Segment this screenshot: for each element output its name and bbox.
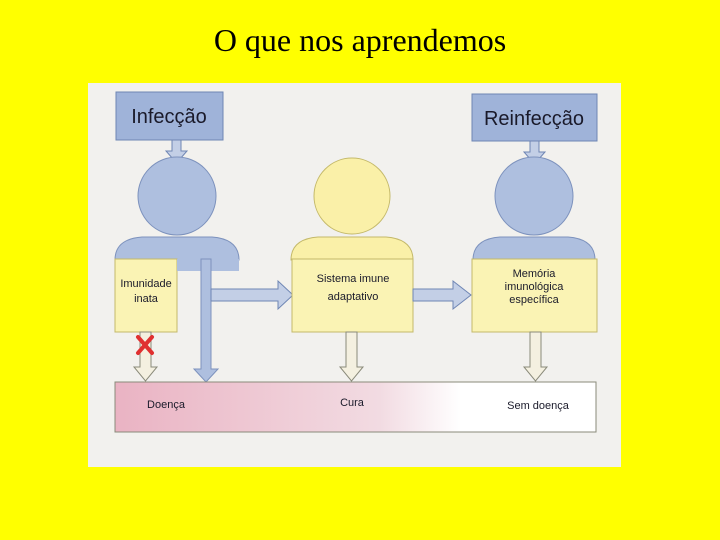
infection-label: Infecção bbox=[131, 106, 207, 128]
memory-label-line2: imunológica bbox=[505, 281, 565, 293]
memory-to-no-disease-arrow bbox=[522, 331, 549, 382]
immune-response-diagram: Infecção Reinfecção Imunidade inata bbox=[114, 91, 598, 433]
arrow-to-memory bbox=[412, 279, 472, 311]
outcome-cure-label: Cura bbox=[340, 397, 365, 409]
reinfection-label: Reinfecção bbox=[484, 108, 584, 130]
innate-immunity-box bbox=[114, 258, 178, 333]
left-person-figure bbox=[114, 156, 240, 261]
outcome-bar bbox=[114, 381, 597, 433]
immune-response-figure: Infecção Reinfecção Imunidade inata bbox=[88, 83, 621, 467]
outcome-no-disease-label: Sem doença bbox=[507, 400, 570, 412]
innate-immunity-label-line2: inata bbox=[134, 293, 159, 305]
outcome-disease-label: Doença bbox=[147, 399, 186, 411]
infection-box bbox=[115, 91, 224, 141]
reinfection-box bbox=[471, 93, 598, 142]
block-x-icon bbox=[136, 335, 154, 355]
adaptive-immune-label-line2: adaptativo bbox=[328, 291, 379, 303]
adaptive-to-cure-arrow bbox=[338, 331, 365, 382]
middle-person-figure bbox=[290, 157, 414, 261]
adaptive-immune-label-line1: Sistema imune bbox=[317, 273, 390, 285]
infection-down-arrow bbox=[192, 258, 220, 383]
arrow-to-adaptive bbox=[210, 279, 294, 311]
memory-label-line1: Memória bbox=[513, 268, 557, 280]
adaptive-immune-system-box bbox=[291, 258, 414, 333]
innate-immunity-label-line1: Imunidade bbox=[120, 278, 171, 290]
slide-title: O que nos aprendemos bbox=[213, 22, 507, 58]
memory-box bbox=[471, 258, 598, 333]
memory-label-line3: específica bbox=[509, 294, 559, 306]
right-person-figure bbox=[472, 156, 596, 261]
